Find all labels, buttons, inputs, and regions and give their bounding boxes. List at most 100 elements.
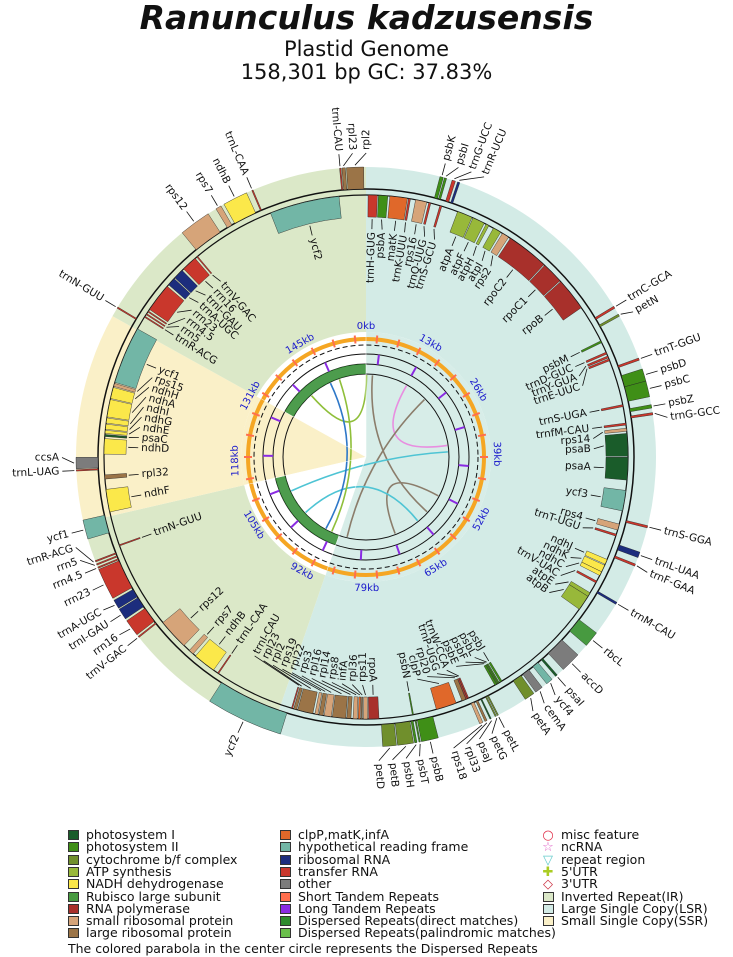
- gene-leader: [311, 678, 342, 695]
- gene-leader: [190, 610, 199, 619]
- gene-label: rpl14: [316, 650, 333, 679]
- gene-leader: [130, 406, 144, 425]
- gene-leader: [578, 365, 587, 377]
- gene-rpl2: [346, 166, 365, 190]
- gene-rps14: [604, 427, 627, 434]
- gene-leader: [92, 584, 104, 591]
- gene-clpp: [430, 682, 457, 710]
- long-tandem-tick: [290, 519, 299, 529]
- long-tandem-tick: [410, 366, 418, 377]
- gene-leader: [131, 494, 142, 498]
- gene-ndhh: [110, 387, 135, 404]
- gene-trnv-gac: [137, 622, 157, 638]
- gene-leader: [381, 219, 383, 230]
- gene-rps12: [181, 213, 221, 251]
- gene-leader: [186, 211, 195, 222]
- gene-label: psaC: [141, 432, 168, 446]
- gene-leader: [231, 645, 238, 654]
- gene-rrn16: [183, 258, 210, 285]
- gene-leader: [544, 308, 553, 316]
- gene-leader: [550, 683, 556, 696]
- short-tandem-tick: [261, 516, 270, 523]
- gene-leader: [454, 171, 472, 180]
- gene-ycf4: [532, 662, 553, 685]
- gene-leader: [331, 682, 357, 696]
- long-tandem-tick: [376, 354, 380, 365]
- short-tandem-tick: [471, 411, 481, 417]
- short-tandem-tick: [251, 411, 261, 417]
- gene-ycf2: [209, 682, 288, 735]
- lsc-inner-wedge: [325, 332, 491, 582]
- gene-trnl-uaa: [617, 544, 641, 558]
- gene-leader: [228, 185, 235, 197]
- short-tandem-tick: [245, 433, 255, 438]
- gene-label: trnI-CAU: [329, 107, 345, 152]
- gene-atpi: [482, 227, 501, 252]
- gene-leader: [110, 614, 121, 623]
- gene-rps12: [162, 608, 200, 646]
- gene-leader: [560, 570, 576, 576]
- genome-title: Ranunculus kadzusensis: [139, 0, 594, 37]
- gene-label: trnH-GUG: [364, 232, 377, 283]
- gene-psbz: [629, 404, 653, 412]
- region-boundary: [244, 456, 367, 486]
- gene-petd: [381, 723, 397, 747]
- gene-rps15: [113, 383, 136, 393]
- gene-rps16: [411, 199, 428, 224]
- gene-ycf2: [270, 196, 342, 234]
- gene-trnl-caa: [217, 654, 232, 674]
- gene-ndha: [106, 399, 133, 421]
- gene-label: ndhD: [141, 442, 170, 455]
- gene-label: trnN-GUU: [56, 268, 105, 304]
- gene-rpl22: [318, 692, 327, 716]
- gene-leader: [272, 664, 311, 689]
- gene-label: ndhB: [210, 156, 233, 186]
- gene-leader: [592, 640, 603, 649]
- short-tandem-tick: [415, 347, 422, 356]
- short-tandem-tick: [462, 391, 471, 398]
- gene-rrn4-5: [147, 310, 168, 325]
- long-tandem-tick: [454, 426, 465, 431]
- gene-leader: [557, 676, 566, 687]
- gene-ndhd: [103, 438, 127, 455]
- long-tandem-tick: [448, 498, 459, 505]
- gene-leader: [429, 741, 434, 754]
- gene-rps11: [363, 696, 368, 720]
- gene-label: rps8: [326, 656, 341, 681]
- gene-label: rps12: [162, 182, 189, 213]
- gene-rps3: [323, 693, 335, 717]
- gene-leader: [571, 663, 581, 673]
- gene-leader: [585, 517, 596, 522]
- gene-leader: [218, 636, 226, 645]
- gene-leader: [128, 474, 139, 476]
- gene-leader: [79, 559, 95, 566]
- short-tandem-tick: [310, 347, 317, 356]
- gene-leader: [570, 557, 582, 559]
- gene-label: ccsA: [35, 452, 60, 464]
- gene-leader: [188, 297, 199, 303]
- gene-trna-ugc: [113, 589, 138, 609]
- gene-leader: [654, 413, 668, 418]
- short-tandem-tick: [462, 516, 471, 523]
- gene-ycf3: [600, 487, 627, 512]
- gene-trne-uuc: [588, 358, 610, 370]
- short-tandem-tick: [471, 497, 481, 503]
- gene-trnt-ugu: [594, 527, 617, 537]
- dashed-ring: [253, 344, 479, 570]
- gene-leader: [590, 494, 601, 498]
- long-tandem-tick: [395, 544, 401, 555]
- gene-leader: [620, 311, 634, 315]
- gene-leader: [206, 626, 215, 635]
- gene-leader: [653, 403, 666, 407]
- gene-rps18: [470, 702, 484, 725]
- gene-leader: [527, 289, 536, 298]
- gene-trnm-cau: [596, 591, 618, 605]
- short-tandem-tick: [396, 566, 401, 575]
- gene-trny-gua: [587, 355, 609, 367]
- gene-matk: [387, 195, 408, 221]
- gene-ndhj: [584, 550, 608, 565]
- gene-accd: [548, 639, 579, 670]
- short-tandem-tick: [353, 570, 357, 579]
- gene-label: ndhE: [142, 422, 170, 437]
- gene-rpoc2: [497, 238, 545, 282]
